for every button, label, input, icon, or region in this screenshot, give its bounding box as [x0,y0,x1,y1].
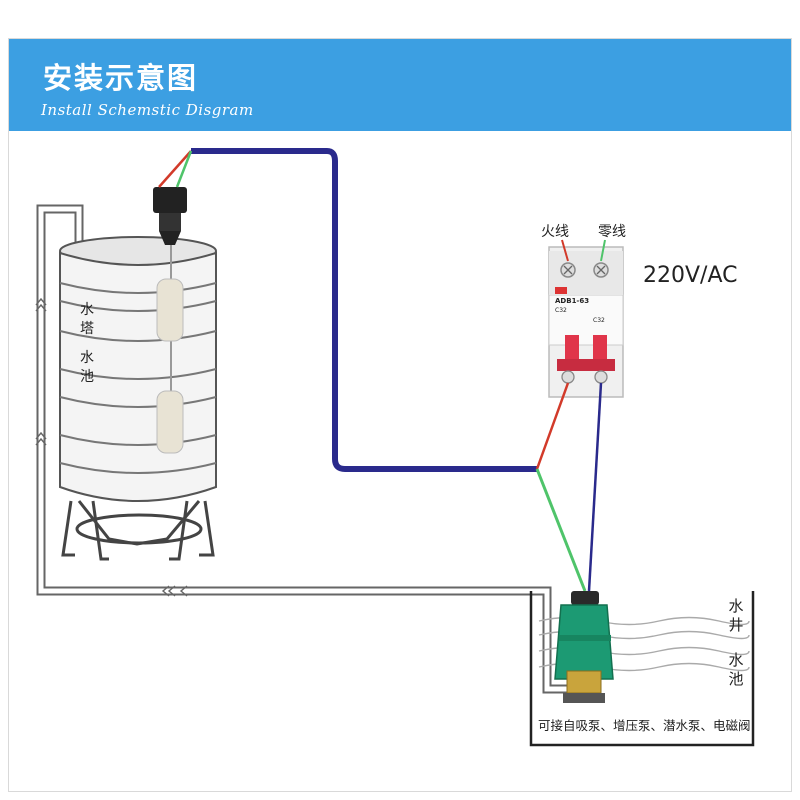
tank-label-1: 水塔 [80,302,94,337]
voltage-label: 220V/AC [643,263,738,288]
well-label-2: 水池 [728,651,744,688]
neutral-wire-label: 零线 [598,224,626,240]
ground-wire [535,468,587,592]
tank-label-2: 水池 [80,350,94,385]
controller-wire-red [158,150,192,188]
level-controller [153,187,187,245]
submersible-pump [554,591,614,703]
circuit-breaker [548,246,624,398]
tank-stand [61,500,215,561]
schematic-drawing [35,148,755,747]
compatibility-note: 可接自吸泵、增压泵、潜水泵、电磁阀 [538,718,751,733]
header-banner: 安装示意图 Install Schemstic Disgram [9,39,791,131]
controller-wire-green [175,150,193,188]
water-tank [59,236,217,502]
breaker-model: ADB1-63 [555,297,590,305]
breaker-rating-2: C32 [593,317,605,324]
well-label-1: 水井 [728,597,744,634]
page-title: 安装示意图 [43,61,199,95]
neutral-wire [587,382,603,592]
flow-arrows [35,297,188,597]
diagram-frame: 安装示意图 Install Schemstic Disgram [8,38,792,792]
breaker-rating-1: C32 [555,307,567,314]
main-power-wire [191,148,537,472]
page-subtitle: Install Schemstic Disgram [41,101,254,119]
live-wire [535,382,570,470]
water-well [529,591,755,747]
live-wire-label: 火线 [541,224,569,240]
